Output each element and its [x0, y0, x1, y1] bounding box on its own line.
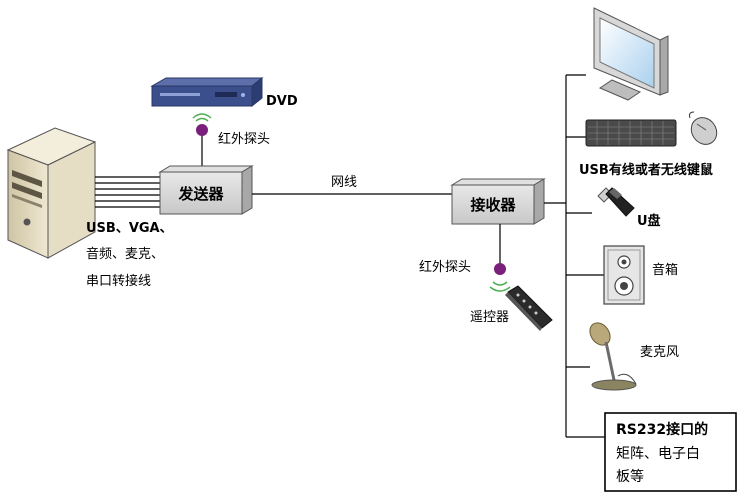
speaker-icon	[603, 245, 645, 305]
rs232-label-line3: 板等	[616, 468, 644, 485]
u-disk-label: U盘	[637, 213, 661, 229]
receiver-box	[450, 178, 546, 225]
microphone-label: 麦克风	[640, 345, 679, 360]
monitor-icon	[593, 7, 669, 101]
dvd-label: DVD	[266, 94, 298, 109]
keyboard-icon	[585, 119, 677, 147]
usb-keyboard-mouse-label: USB有线或者无线键鼠	[579, 162, 713, 178]
ir-probe-bottom-label: 红外探头	[419, 259, 471, 275]
cables-label-line2: 音频、麦克、	[86, 246, 164, 262]
receiver-label: 接收器	[470, 196, 516, 214]
rs232-label-line2: 矩阵、电子白	[616, 446, 700, 462]
network-cable-label: 网线	[331, 175, 357, 190]
sender-box	[158, 165, 254, 215]
rs232-box	[604, 412, 737, 492]
pc-tower-icon	[6, 127, 97, 259]
cables-label-line1: USB、VGA、	[86, 221, 173, 236]
sender-label: 发送器	[177, 185, 224, 203]
ir-sensor-bottom-icon	[489, 263, 511, 292]
remote-label: 遥控器	[470, 310, 509, 325]
ir-probe-top-label: 红外探头	[218, 131, 270, 147]
usb-drive-icon	[597, 187, 635, 217]
av-cable-bundle	[95, 176, 160, 208]
remote-control-icon	[505, 285, 553, 331]
microphone-icon	[589, 322, 637, 391]
ir-sensor-icon	[192, 113, 212, 136]
speaker-label: 音箱	[652, 262, 678, 278]
peripheral-bus	[565, 74, 605, 438]
mouse-icon	[689, 111, 718, 145]
rs232-label-line1: RS232接口的	[616, 421, 708, 438]
cables-label-line3: 串口转接线	[86, 273, 151, 289]
dvd-player-icon	[150, 76, 264, 108]
